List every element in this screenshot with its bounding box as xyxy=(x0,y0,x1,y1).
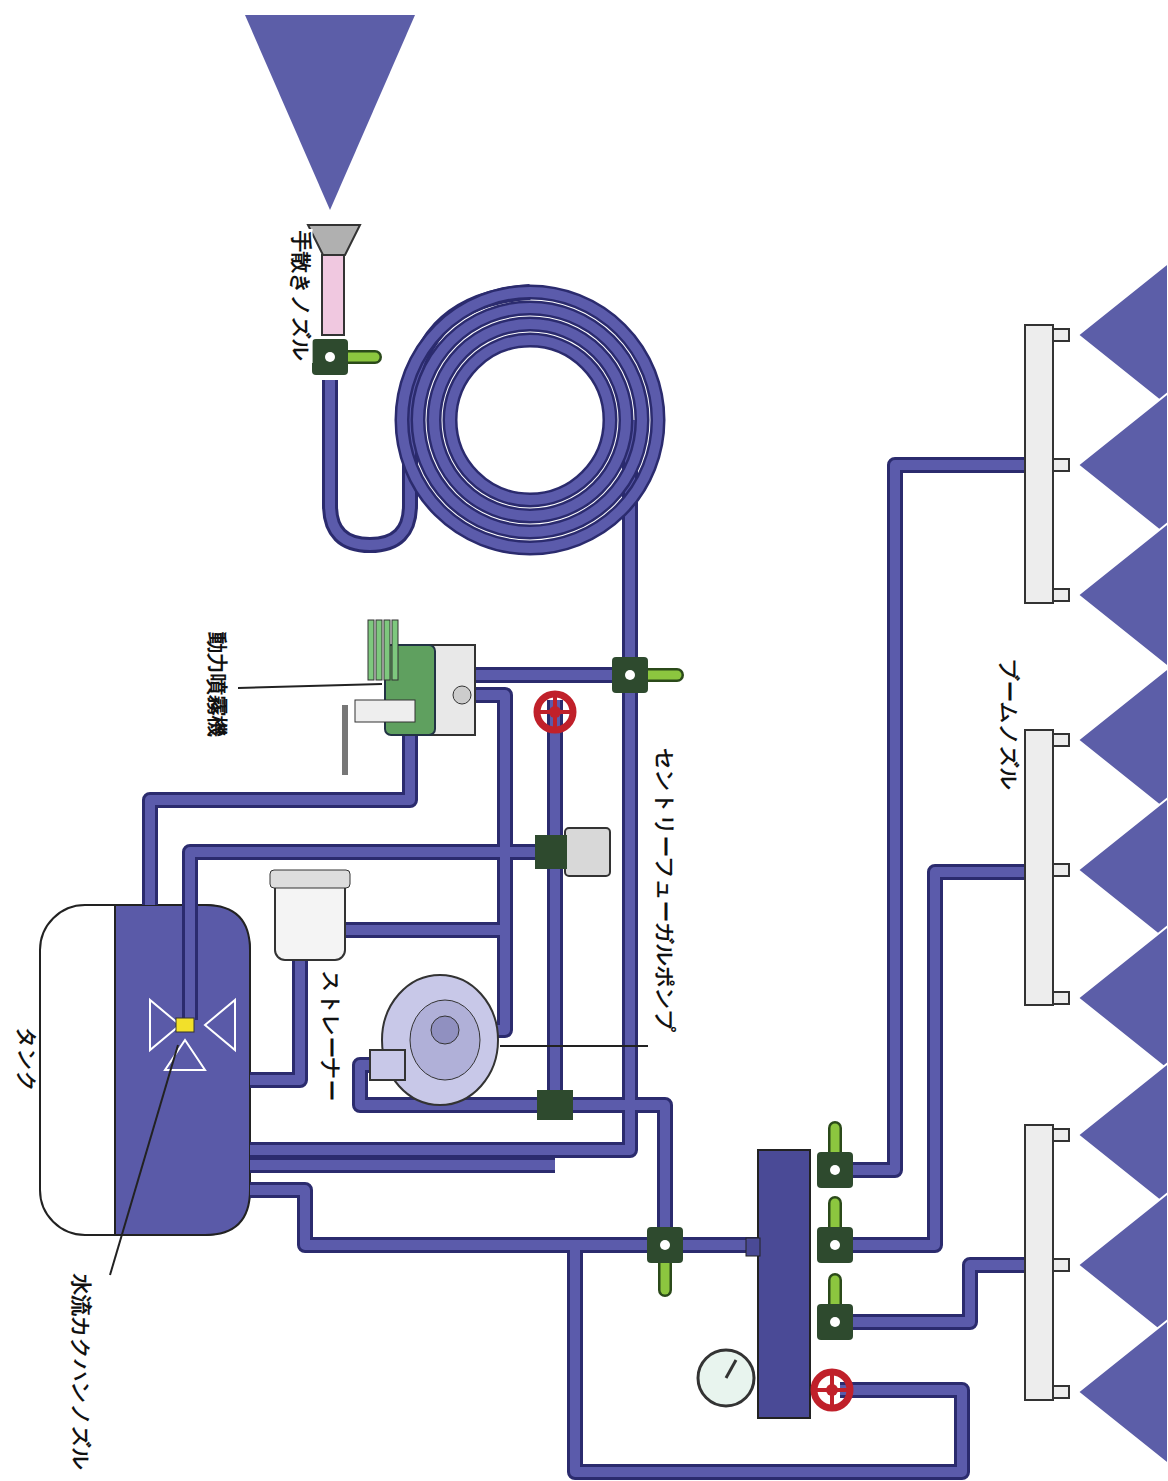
part-label: ストレーナー xyxy=(317,969,342,1103)
pipe xyxy=(250,960,300,1080)
ball-valve xyxy=(312,339,348,375)
boom-nozzle xyxy=(1053,734,1069,746)
pipe-outline xyxy=(840,872,1025,1245)
spray-cone xyxy=(1078,798,1168,942)
pipe xyxy=(250,1190,760,1245)
pipe-outline xyxy=(190,852,540,1020)
globe-valve-spoke xyxy=(830,1374,834,1406)
pipe xyxy=(840,872,1025,1245)
ball-valve xyxy=(817,1304,853,1340)
globe-valve-spoke xyxy=(553,696,557,728)
spray-cone xyxy=(1078,263,1168,407)
pipe-outline xyxy=(345,922,505,938)
ball-valve xyxy=(817,1227,853,1263)
pipe-outline xyxy=(250,1157,555,1173)
boom-nozzle xyxy=(1053,864,1069,876)
ball-valve xyxy=(647,1227,683,1263)
part-label: 水流カクハンノズル xyxy=(67,1272,92,1472)
pipe xyxy=(190,852,540,1020)
valve-stem xyxy=(625,670,635,680)
boom-nozzle xyxy=(1053,459,1069,471)
ball-valve xyxy=(612,657,648,693)
part-label: タンク xyxy=(13,1025,38,1095)
pipe xyxy=(345,925,505,935)
ball-valve xyxy=(817,1152,853,1188)
valve-stem xyxy=(830,1317,840,1327)
tee xyxy=(537,1090,573,1120)
spray-cone xyxy=(1078,523,1168,667)
valve-stem xyxy=(325,352,335,362)
boom-nozzle xyxy=(1053,589,1069,601)
part-label: セントリーフューガルポンプ xyxy=(651,746,676,1034)
boom-nozzle xyxy=(1053,329,1069,341)
valve-stem xyxy=(830,1240,840,1250)
part-label: ブームノズル xyxy=(995,657,1020,792)
pipe xyxy=(840,1265,1025,1322)
boom-nozzle xyxy=(1053,1129,1069,1141)
pipe xyxy=(250,1160,555,1170)
valve-stem xyxy=(830,1165,840,1175)
spray-cone xyxy=(1078,668,1168,812)
spray-cone xyxy=(1078,926,1168,1070)
part-label: 動力噴霧機 xyxy=(203,630,228,739)
valve-stem xyxy=(660,1240,670,1250)
globe-valve-wheel xyxy=(537,694,573,730)
pipe-outline xyxy=(250,1190,760,1245)
pipe-outline xyxy=(840,1265,1025,1322)
boom-nozzle xyxy=(1053,1386,1069,1398)
globe-valve-wheel xyxy=(814,1372,850,1408)
pipe-outline xyxy=(547,700,563,1105)
spray-cone xyxy=(1078,1320,1168,1464)
boom-nozzle xyxy=(1053,992,1069,1004)
pipe-outline xyxy=(250,960,300,1080)
pipe xyxy=(550,700,560,1105)
part-label: 手散きノズル xyxy=(287,229,312,363)
spray-cone xyxy=(1078,1063,1168,1207)
boom-nozzle xyxy=(1053,1259,1069,1271)
spray-cone xyxy=(1078,393,1168,537)
spray-cone xyxy=(1078,1193,1168,1337)
